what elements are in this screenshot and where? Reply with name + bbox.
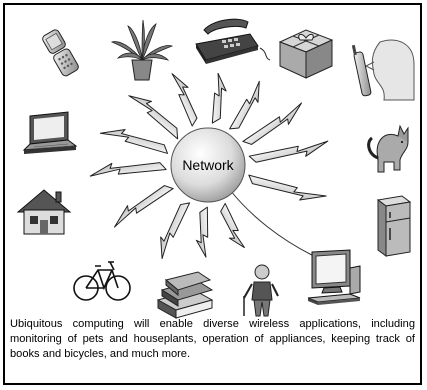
- books-icon: [156, 271, 214, 319]
- package-icon: [278, 29, 334, 79]
- elderly-person-icon: [243, 264, 279, 317]
- wireless-bolt: [114, 185, 174, 228]
- wireless-bolt: [211, 72, 227, 124]
- bicycle-icon: [73, 261, 131, 301]
- houseplant-icon: [110, 19, 174, 81]
- desk-telephone-icon: [195, 18, 271, 64]
- wireless-links: [89, 72, 329, 260]
- person-on-phone-icon: [351, 39, 415, 101]
- hub-label: Network: [182, 157, 234, 173]
- wireless-bolt: [242, 102, 302, 145]
- wireless-bolt: [248, 174, 327, 201]
- diagram-caption: Ubiquitous computing will enable diverse…: [10, 318, 415, 360]
- cell-phone-icon: [42, 29, 79, 77]
- refrigerator-icon: [376, 195, 412, 257]
- wireless-bolt: [229, 80, 260, 130]
- wireless-bolt: [171, 73, 198, 127]
- wireless-bolt: [128, 95, 179, 140]
- wireless-bolt: [160, 202, 191, 260]
- wireless-bolt: [248, 140, 329, 163]
- wireless-bolt: [195, 206, 209, 258]
- desktop-computer-icon: [307, 249, 361, 305]
- network-hub: Network: [170, 127, 246, 203]
- wireless-bolt: [220, 202, 245, 249]
- house-icon: [16, 189, 72, 235]
- laptop-icon: [22, 111, 78, 154]
- cat-icon: [367, 124, 409, 173]
- wireless-bolt: [99, 129, 169, 154]
- wireless-bolt: [89, 162, 167, 177]
- network-cable: [229, 189, 319, 259]
